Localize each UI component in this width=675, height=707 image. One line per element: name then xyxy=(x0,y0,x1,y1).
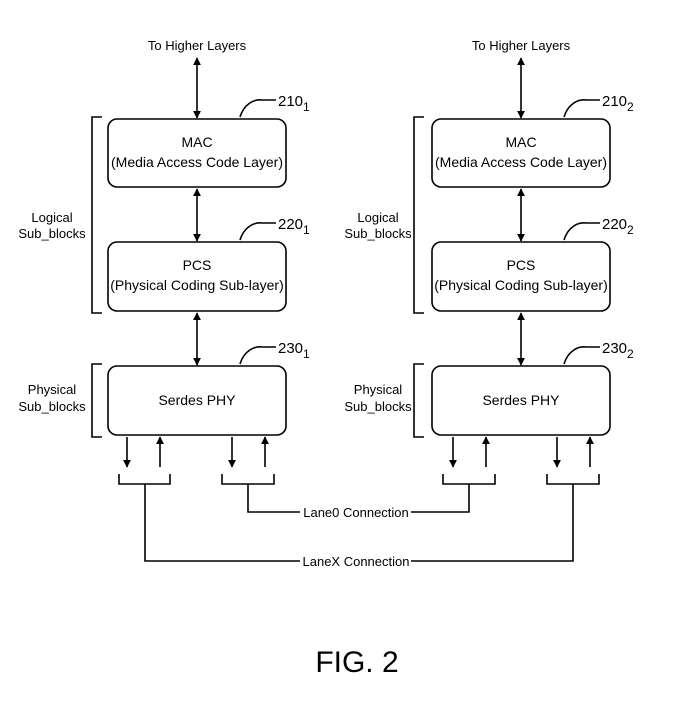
left-mac-ref-leader xyxy=(239,99,276,118)
left-mac-block xyxy=(107,118,287,188)
left-pcs-ref: 2201 xyxy=(278,216,310,237)
right-phy-title: Serdes PHY xyxy=(482,392,560,408)
left-lanex-port xyxy=(118,474,171,485)
left-higher-layers-label: To Higher Layers xyxy=(148,38,247,53)
lane0-connection-label: Lane0 Connection xyxy=(303,505,409,520)
right-pcs-ref-leader xyxy=(563,222,600,241)
right-physical-bracket xyxy=(413,363,424,438)
right-mac-subtitle: (Media Access Code Layer) xyxy=(435,154,607,170)
lane0-connection-right-wire xyxy=(411,484,470,513)
right-logical-label-line1: Logical xyxy=(357,210,398,225)
left-pcs-block xyxy=(107,241,287,312)
right-higher-layers-label: To Higher Layers xyxy=(472,38,571,53)
right-mac-title: MAC xyxy=(505,134,536,150)
left-mac-subtitle: (Media Access Code Layer) xyxy=(111,154,283,170)
left-pcs-subtitle: (Physical Coding Sub-layer) xyxy=(110,277,284,293)
left-phy-ref: 2301 xyxy=(278,340,310,361)
right-logical-bracket xyxy=(413,116,424,314)
right-pcs-subtitle: (Physical Coding Sub-layer) xyxy=(434,277,608,293)
right-stack: To Higher Layers MAC (Media Access Code … xyxy=(344,38,634,485)
right-mac-ref: 2102 xyxy=(602,93,634,114)
left-phy-ref-leader xyxy=(239,346,276,365)
lanex-connection-left-wire xyxy=(144,484,300,562)
lanex-connection-label: LaneX Connection xyxy=(303,554,410,569)
right-phy-block xyxy=(431,365,611,436)
left-phy-block xyxy=(107,365,287,436)
right-pcs-ref: 2202 xyxy=(602,216,634,237)
left-lane0-port xyxy=(221,474,275,485)
lane0-connection-left-wire xyxy=(247,484,300,513)
right-pcs-block xyxy=(431,241,611,312)
right-lanex-port xyxy=(546,474,600,485)
left-logical-label-line1: Logical xyxy=(31,210,72,225)
left-logical-bracket xyxy=(91,116,102,314)
left-phy-title: Serdes PHY xyxy=(158,392,236,408)
left-pcs-ref-leader xyxy=(239,222,276,241)
left-mac-ref: 2101 xyxy=(278,93,310,114)
left-mac-title: MAC xyxy=(181,134,212,150)
right-physical-label-line2: Sub_blocks xyxy=(344,399,412,414)
right-physical-label-line1: Physical xyxy=(354,382,403,397)
right-lane0-port xyxy=(442,474,496,485)
right-mac-ref-leader xyxy=(563,99,600,118)
left-pcs-title: PCS xyxy=(183,257,212,273)
lanex-connection-right-wire xyxy=(411,484,574,562)
left-stack: To Higher Layers MAC (Media Access Code … xyxy=(18,38,310,485)
right-phy-ref-leader xyxy=(563,346,600,365)
right-phy-ref: 2302 xyxy=(602,340,634,361)
right-logical-label-line2: Sub_blocks xyxy=(344,226,412,241)
left-logical-label-line2: Sub_blocks xyxy=(18,226,86,241)
lane-connections: Lane0 Connection LaneX Connection xyxy=(144,484,574,569)
right-mac-block xyxy=(431,118,611,188)
figure-label: FIG. 2 xyxy=(315,646,398,679)
left-physical-bracket xyxy=(91,363,102,438)
right-pcs-title: PCS xyxy=(507,257,536,273)
left-physical-label-line2: Sub_blocks xyxy=(18,399,86,414)
left-physical-label-line1: Physical xyxy=(28,382,77,397)
